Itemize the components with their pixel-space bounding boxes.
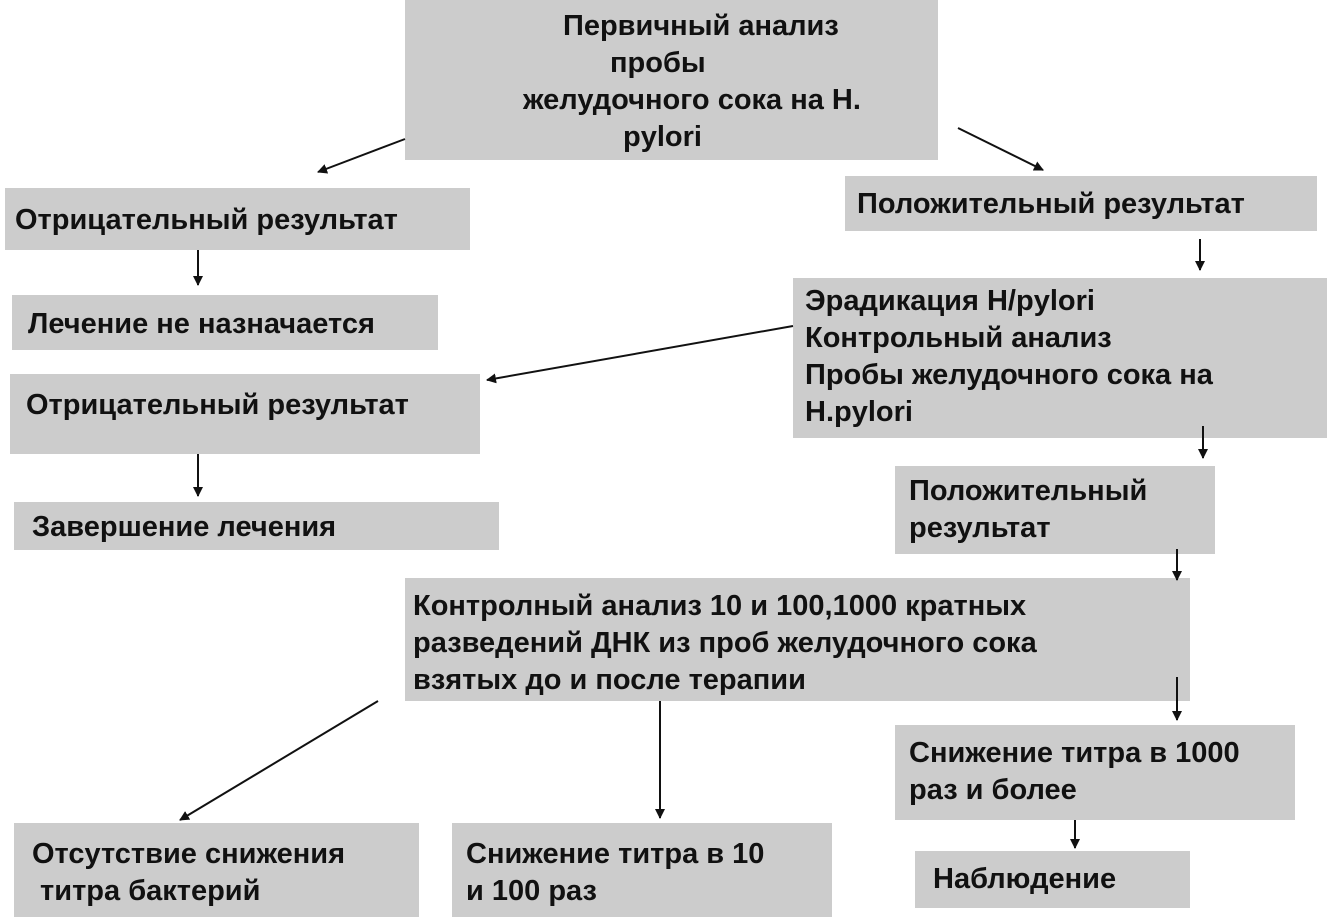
- node-line: пробы: [610, 47, 706, 79]
- node-titer-drop-10-100: Снижение титра в 10 и 100 раз: [452, 823, 832, 917]
- node-line: Отсутствие снижения: [32, 838, 346, 870]
- node-titer-drop-1000: Снижение титра в 1000 раз и более: [895, 725, 1295, 820]
- node-treatment-complete: Завершение лечения: [14, 502, 499, 550]
- arrow-primary-to-negative: [317, 138, 406, 174]
- node-line: Снижение титра в 10: [466, 838, 765, 870]
- node-line: Снижение титра в 1000: [909, 737, 1240, 769]
- node-eradication-control: Эрадикация H/pylori Контрольный анализ П…: [793, 278, 1327, 438]
- node-line: Положительный результат: [857, 188, 1245, 220]
- node-line: Положительный: [909, 475, 1148, 507]
- node-line: Контрольный анализ: [805, 322, 1112, 354]
- node-line: и 100 раз: [466, 875, 597, 907]
- node-line: Отрицательный результат: [26, 389, 409, 421]
- node-primary-analysis: Первичный анализ пробы желудочного сока …: [405, 0, 938, 160]
- node-line: Отрицательный результат: [15, 204, 398, 236]
- node-negative-result-1: Отрицательный результат: [5, 188, 470, 250]
- arrow-dna-to-no-drop: [179, 700, 379, 821]
- node-line: Контролный анализ 10 и 100,1000 кратных: [413, 590, 1027, 622]
- node-line: Наблюдение: [933, 863, 1117, 895]
- node-line: разведений ДНК из проб желудочного сока: [413, 627, 1037, 659]
- node-line: результат: [909, 512, 1051, 544]
- node-dna-dilution-analysis: Контролный анализ 10 и 100,1000 кратных …: [405, 578, 1190, 701]
- node-positive-result-1: Положительный результат: [845, 176, 1317, 231]
- node-line: H.pylori: [805, 396, 913, 428]
- arrow-primary-to-positive: [957, 127, 1044, 171]
- node-line: Пробы желудочного сока на: [805, 359, 1213, 391]
- node-no-treatment: Лечение не назначается: [12, 295, 438, 350]
- node-line: Завершение лечения: [32, 511, 337, 543]
- node-line: pylori: [623, 121, 702, 153]
- node-line: Лечение не назначается: [28, 308, 375, 340]
- node-positive-result-2: Положительный результат: [895, 466, 1215, 554]
- node-line: желудочного сока на Н.: [523, 84, 861, 116]
- node-line: Эрадикация H/pylori: [805, 285, 1095, 317]
- node-line: раз и более: [909, 774, 1077, 806]
- node-negative-result-2: Отрицательный результат: [10, 374, 480, 454]
- node-line: Первичный анализ: [563, 10, 839, 42]
- node-no-titer-drop: Отсутствие снижения титра бактерий: [14, 823, 419, 917]
- node-line: титра бактерий: [32, 875, 261, 907]
- node-observation: Наблюдение: [915, 851, 1190, 908]
- node-line: взятых до и после терапии: [413, 664, 806, 696]
- arrow-eradication-to-negative: [486, 325, 794, 384]
